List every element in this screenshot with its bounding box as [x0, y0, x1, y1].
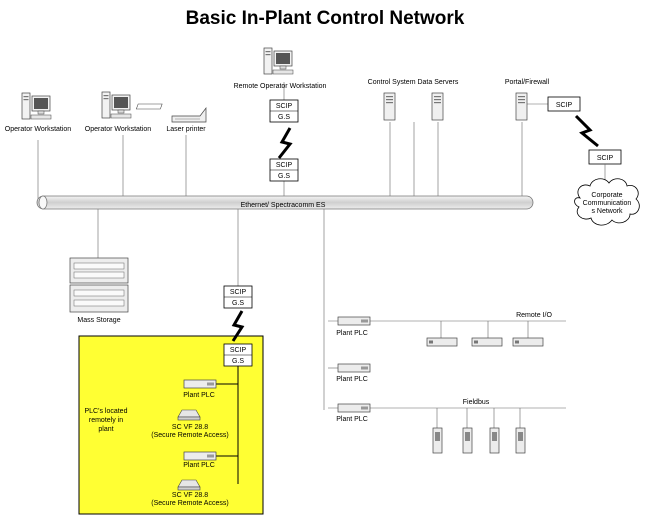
- wireless-link-icon: [574, 114, 599, 148]
- operator-workstation-label: Operator Workstation: [5, 126, 72, 133]
- gs-label: G.S: [278, 173, 290, 180]
- remote-workstation-icon: [263, 47, 294, 75]
- operator-workstation-icon: [101, 91, 132, 119]
- backbone-label: Ethernet/ Spectracomm ES: [241, 202, 326, 209]
- remote-io-device-icon: [512, 337, 544, 347]
- plant-plc-icon: [337, 316, 371, 326]
- mass-storage-icon: [69, 257, 129, 313]
- corporate-network-label: s Network: [591, 208, 623, 215]
- modem-icon: [177, 479, 201, 491]
- fieldbus-device-icon: [515, 427, 526, 454]
- wireless-link-icon: [277, 127, 293, 159]
- gs-label: G.S: [232, 358, 244, 365]
- diagram-title: Basic In-Plant Control Network: [186, 8, 465, 29]
- laser-printer-label: Laser printer: [166, 126, 206, 133]
- scip-box: SCIP: [547, 96, 581, 112]
- plant-plc-icon: [183, 379, 217, 389]
- remote-workstation-label: Remote Operator Workstation: [234, 83, 327, 90]
- remote-plc-note: remotely in: [89, 417, 123, 424]
- remote-io-label: Remote I/O: [516, 312, 552, 319]
- plant-plc-icon: [183, 451, 217, 461]
- modem-label: (Secure Remote Access): [151, 500, 228, 507]
- fieldbus-label: Fieldbus: [463, 399, 490, 406]
- plant-plc-label: Plant PLC: [183, 392, 215, 399]
- scip-box: SCIP: [588, 149, 622, 165]
- corporate-network-cloud: [574, 178, 640, 226]
- modem-label: SC VF 28.8: [172, 492, 208, 499]
- modem-label: SC VF 28.8: [172, 424, 208, 431]
- remote-plc-note: PLC's located: [85, 408, 128, 415]
- plant-plc-label: Plant PLC: [336, 416, 368, 423]
- scip-gs-box: SCIP G.S: [223, 343, 253, 367]
- data-server-icon: [431, 92, 444, 121]
- gs-label: G.S: [278, 114, 290, 121]
- scip-label: SCIP: [597, 155, 614, 162]
- laser-printer-icon: [135, 103, 207, 123]
- corporate-network-label: Communication: [583, 200, 632, 207]
- remote-io-device-icon: [426, 337, 458, 347]
- plant-plc-label: Plant PLC: [183, 462, 215, 469]
- plant-plc-label: Plant PLC: [336, 330, 368, 337]
- fieldbus-device-icon: [462, 427, 473, 454]
- firewall-label: Portal/Firewall: [505, 79, 550, 86]
- plant-plc-label: Plant PLC: [336, 376, 368, 383]
- operator-workstation-label: Operator Workstation: [85, 126, 152, 133]
- data-server-icon: [383, 92, 396, 121]
- scip-label: SCIP: [556, 102, 573, 109]
- fieldbus-device-icon: [489, 427, 500, 454]
- scip-label: SCIP: [230, 347, 247, 354]
- remote-plc-note: plant: [98, 426, 113, 433]
- operator-workstation-icon: [21, 92, 52, 120]
- data-servers-label: Control System Data Servers: [368, 79, 459, 86]
- scip-label: SCIP: [230, 289, 247, 296]
- scip-gs-box: SCIP G.S: [269, 99, 299, 123]
- corporate-network-label: Corporate: [591, 192, 622, 199]
- modem-icon: [177, 409, 201, 421]
- scip-gs-box: SCIP G.S: [223, 285, 253, 309]
- fieldbus-device-icon: [432, 427, 443, 454]
- scip-gs-box: SCIP G.S: [269, 158, 299, 182]
- gs-label: G.S: [232, 300, 244, 307]
- scip-label: SCIP: [276, 162, 293, 169]
- scip-label: SCIP: [276, 103, 293, 110]
- wireless-link-icon: [231, 310, 245, 342]
- remote-io-device-icon: [471, 337, 503, 347]
- plant-plc-icon: [337, 403, 371, 413]
- mass-storage-label: Mass Storage: [77, 317, 120, 324]
- firewall-server-icon: [515, 92, 528, 121]
- modem-label: (Secure Remote Access): [151, 432, 228, 439]
- ethernet-backbone: [36, 195, 534, 210]
- plant-plc-icon: [337, 363, 371, 373]
